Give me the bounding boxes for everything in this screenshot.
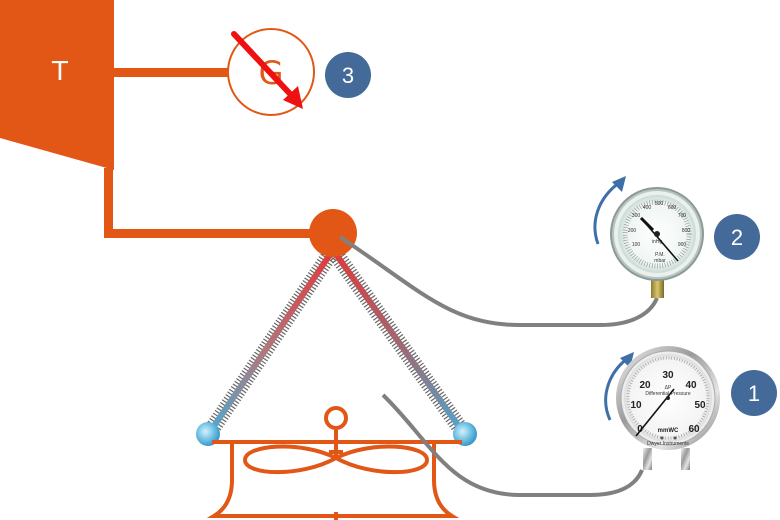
fan-blades-icon — [242, 444, 430, 475]
badge-3: 3 — [325, 52, 371, 98]
turbine-label: T — [51, 57, 68, 87]
gauge-bottom-tick-50: 50 — [694, 400, 706, 411]
gauge-bottom-subtitle: Differential Pressure — [645, 391, 690, 397]
svg-text:900: 900 — [678, 242, 687, 248]
svg-text:400: 400 — [643, 205, 652, 211]
heat-exchanger-coils — [196, 245, 477, 446]
badge-2: 2 — [714, 214, 760, 260]
badge-1-label: 1 — [748, 381, 760, 406]
svg-text:200: 200 — [628, 228, 637, 234]
svg-text:800: 800 — [682, 228, 691, 234]
gauge-bottom-port-right — [681, 448, 690, 470]
gauge-bottom-tick-10: 10 — [630, 400, 642, 411]
sensor-line-1 — [381, 393, 644, 497]
gauge-top-fitting — [651, 278, 664, 298]
gauge-bottom-tick-60: 60 — [688, 424, 700, 435]
gauge-bottom-port-left — [643, 448, 652, 470]
pressure-gauge-top: 400 500 600 300 700 200 800 100 900 inHg… — [593, 176, 704, 298]
rotation-arrow-icon — [593, 180, 621, 245]
turbine-body — [0, 0, 114, 170]
sensor-line-2 — [338, 235, 659, 327]
svg-text:700: 700 — [678, 213, 687, 219]
gauge-bottom-title: ΔP — [665, 385, 672, 391]
steam-pipe — [104, 168, 319, 238]
svg-text:100: 100 — [632, 242, 641, 248]
svg-text:500: 500 — [655, 201, 664, 207]
gauge-bottom-tick-20: 20 — [639, 380, 651, 391]
fan-unit — [206, 406, 462, 520]
svg-text:300: 300 — [632, 213, 641, 219]
gauge-top-brand: P.M. — [655, 252, 665, 258]
gauge-top-unit-secondary: mbar — [654, 258, 666, 264]
gauge-bottom-tick-0: 0 — [637, 424, 643, 435]
gauge-bottom-tick-40: 40 — [685, 380, 697, 391]
turbine: T — [0, 0, 114, 170]
fan-motor-icon — [324, 406, 348, 430]
badge-1: 1 — [731, 370, 777, 416]
rotation-arrow-icon — [604, 356, 629, 421]
svg-text:600: 600 — [668, 205, 677, 211]
gauge-top-unit: inHg — [652, 239, 663, 245]
coil-right-tube — [330, 248, 468, 437]
fan-housing-body — [206, 442, 460, 518]
shaft — [113, 68, 229, 77]
disconnect-arrow-icon — [231, 31, 303, 109]
steam-header — [309, 209, 357, 257]
gauge-bottom-tick-30: 30 — [662, 370, 674, 381]
gauge-bottom-footer: Dwyer Instruments — [647, 441, 689, 447]
coil-left-tube — [205, 248, 336, 437]
differential-pressure-gauge: 0 10 20 30 40 50 60 ΔP Differential Pres… — [604, 346, 720, 470]
badge-3-label: 3 — [342, 63, 354, 88]
badge-2-label: 2 — [731, 225, 743, 250]
gauge-bottom-unit: mmWC — [658, 428, 679, 434]
